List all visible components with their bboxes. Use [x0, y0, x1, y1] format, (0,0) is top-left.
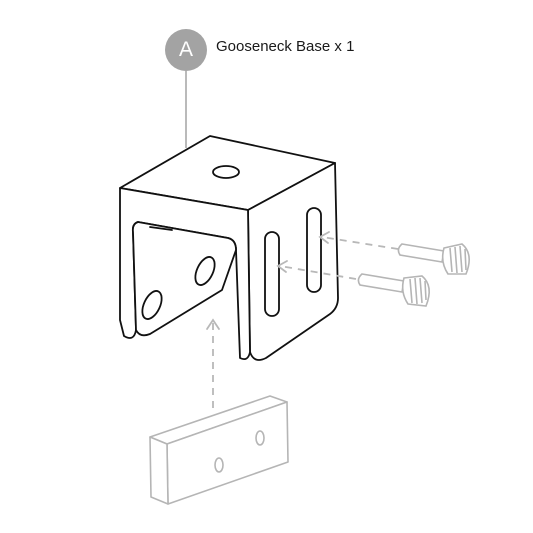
bracket-inner-hole-lower	[141, 290, 163, 320]
arrow-head-upper	[318, 231, 330, 244]
block-hole-left	[214, 457, 224, 473]
block-hole-right	[255, 430, 265, 446]
bracket-slot-left	[264, 231, 280, 317]
arrow-head-lower	[276, 260, 288, 273]
bracket-slot-right	[306, 207, 322, 293]
block-end-face	[149, 436, 169, 505]
screw-knurl	[449, 245, 467, 274]
screw-shaft	[357, 273, 405, 293]
mounting-block	[149, 395, 289, 505]
thumb-screw-upper	[397, 243, 470, 275]
bracket-inner-hole-upper	[194, 256, 216, 286]
bracket-inner-edge	[149, 226, 173, 231]
gooseneck-base-bracket	[119, 135, 339, 361]
screw-shaft	[397, 243, 445, 263]
arrow-heads	[206, 231, 330, 330]
bracket-top-hole	[212, 165, 240, 179]
part-label: Gooseneck Base x 1	[216, 38, 355, 55]
callout-badge: A	[165, 29, 207, 71]
thumb-screw-lower	[357, 273, 430, 307]
arrow-head-block	[206, 318, 220, 330]
assembly-arrows	[212, 236, 399, 408]
screw-knurl	[409, 277, 427, 305]
